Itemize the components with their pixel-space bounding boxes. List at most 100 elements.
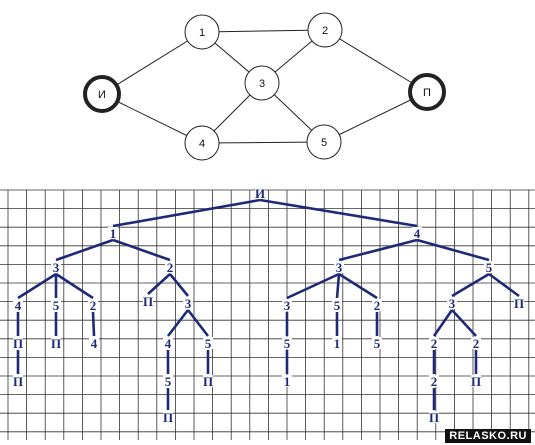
tree-node-label: П [143,294,153,309]
tree-node-label: 5 [486,260,493,275]
tree-edge [55,272,94,300]
tree-node-bg [51,261,61,273]
tree-node-label: 1 [334,336,341,351]
tree-node-bg [89,337,99,349]
tree-node-bg [471,337,481,349]
graph-edge [101,31,203,95]
graph-node-4: 4 [184,125,220,161]
graph-node-circle [408,73,446,111]
graph-node-label: 2 [322,25,328,37]
watermark: RELASKO.RU [445,429,531,443]
graph-edge [323,91,428,143]
tree-node-bg [51,299,61,311]
tree-node-bg [514,297,524,309]
tree-node-bg [163,375,173,387]
tree-node-label: 3 [185,296,192,311]
tree-node-label: П [514,296,524,311]
tree-node-label: П [471,374,481,389]
tree-edge [432,309,454,337]
graph-node-1: 1 [184,14,220,50]
tree-node-label: 5 [284,336,291,351]
tree-edge [338,272,378,300]
tree-node-label: П [203,374,213,389]
tree-node-bg [108,227,118,239]
tree-node-label: 5 [165,374,172,389]
tree-node-bg [429,337,439,349]
tree-node-bg [334,261,344,273]
graph-edge [324,29,428,93]
tree-node-label: 5 [205,336,212,351]
tree-edge [259,198,418,228]
tree-node-label: 2 [374,298,381,313]
tree-edge [335,273,341,299]
tree-node-bg [203,375,213,387]
graph-edge [201,141,325,144]
tree-edge [91,311,96,337]
tree-node-label: 3 [53,260,60,275]
tree-edge [451,272,490,298]
tree-node-bg [13,337,23,349]
graph-node-label: И [98,89,106,101]
tree-edge [55,238,114,262]
graph-node-circle [83,75,121,113]
tree-node-label: 1 [110,226,117,241]
tree-edge [451,309,477,337]
tree-grid [0,189,535,440]
tree-edge [168,273,190,297]
tree-edge [112,198,261,228]
tree-node-bg [429,411,439,423]
tree-node-label: 5 [53,298,60,313]
tree-edge [186,309,210,337]
tree-node-label: 4 [15,298,22,313]
tree-node-bg [282,375,292,387]
tree-node-label: 4 [414,226,421,241]
tree-node-bg [143,295,153,307]
graph-node-3: 3 [244,65,280,101]
tree-edge [112,238,171,262]
tree-edge [338,238,418,262]
tree-node-label: 4 [165,336,172,351]
graph-edge [201,29,326,33]
tree-node-bg [203,337,213,349]
tree-node-label: 3 [336,260,343,275]
tree-node-label: 2 [167,260,174,275]
tree-node-bg [372,337,382,349]
tree-node-bg [429,375,439,387]
graph-node-label: 1 [199,27,205,39]
tree-node-label: 2 [90,298,97,313]
tree-node-bg [471,375,481,387]
tree-node-label: И [255,186,265,201]
graph-node-label: 5 [321,137,327,149]
tree-edge [488,272,520,298]
tree-edge [286,272,340,300]
tree-edges [16,198,520,410]
tree-node-bg [255,187,265,199]
tree-node-bg [447,297,457,309]
graph-node-circle [184,125,220,161]
tree-node-bg [13,375,23,387]
tree-node-label: 4 [91,336,98,351]
tree-node-bg [484,261,494,273]
tree-edge [147,273,171,295]
tree-node-label: П [13,374,23,389]
tree-node-bg [282,299,292,311]
tree-node-label: П [429,410,439,425]
tree-node-label: 3 [284,298,291,313]
tree-node-label: 5 [374,336,381,351]
tree-node-bg [183,297,193,309]
tree-node-label: 5 [334,298,341,313]
tree-edge [416,238,490,262]
tree-node-bg [412,227,422,239]
graph-node-P: П [408,73,446,111]
tree-edge [166,309,190,337]
tree-node-bg [163,411,173,423]
tree-node-bg [13,299,23,311]
graph-node-circle [307,12,343,48]
graph-node-circle [306,124,342,160]
tree-node-bg [163,337,173,349]
tree-edge [17,272,57,300]
tree-node-label: П [13,336,23,351]
tree-node-label: 1 [284,374,291,389]
